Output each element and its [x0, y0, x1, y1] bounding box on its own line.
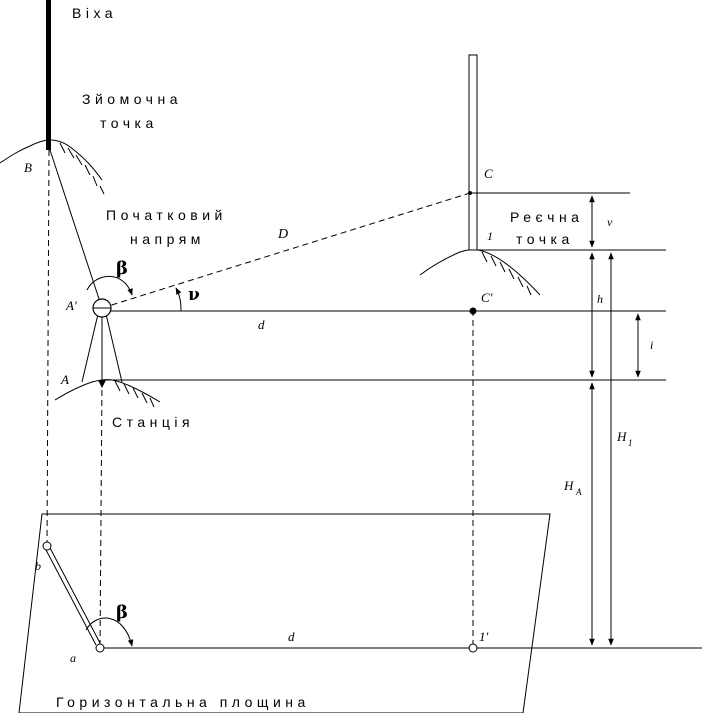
label-a-lower: a: [70, 651, 76, 665]
label-i: i: [650, 338, 653, 352]
label-1: 1: [487, 229, 493, 243]
projection-line-b: [46, 149, 50, 547]
label-beta: β: [116, 258, 128, 279]
label-pole: Віха: [72, 5, 117, 21]
label-h: h: [597, 292, 603, 306]
label-1-prime: 1′: [479, 629, 489, 644]
label-beta-plane: β: [116, 602, 128, 623]
ranging-pole: [46, 0, 51, 150]
label-initial-direction-1: Початковий: [106, 207, 227, 223]
initial-direction-line: [49, 149, 103, 309]
angle-beta-arc: [86, 275, 133, 296]
point-b-prime-marker: [42, 541, 52, 551]
label-c: C: [484, 166, 493, 181]
label-d-plane: d: [288, 629, 295, 644]
label-survey-point-line2: точка: [100, 115, 158, 131]
slope-distance-line: [101, 192, 471, 309]
label-h1-sub: 1: [628, 438, 633, 448]
angle-beta-plane-arc: [85, 617, 134, 647]
hill-station: [54, 379, 161, 408]
leveling-staff: [468, 54, 478, 251]
point-c-prime-marker: [469, 307, 477, 315]
label-nu: ν: [188, 285, 200, 305]
label-h1: H: [616, 429, 627, 444]
plane-orientation-line-a: [44, 547, 97, 646]
label-survey-point-line1: Зйомочна: [82, 91, 182, 107]
point-1-prime-marker: [468, 643, 478, 653]
label-a: A: [60, 372, 69, 387]
station-point-marker: [98, 380, 106, 388]
point-a-prime-marker: [95, 643, 105, 653]
hill-staff-point: [419, 249, 541, 296]
label-c-prime: C′: [481, 290, 493, 305]
plane-orientation-line-b: [48, 545, 101, 644]
label-horizontal-plane: Горизонтальна площина: [56, 694, 310, 710]
label-b-lower: b: [35, 559, 41, 573]
label-staff-point-2: точка: [516, 231, 574, 247]
tripod: [81, 313, 123, 383]
label-ha-sub: A: [575, 487, 582, 497]
label-staff-point-1: Реєчна: [510, 209, 583, 225]
label-a-prime: A′: [65, 298, 77, 313]
label-d-slope: D: [277, 227, 288, 242]
label-d-horizontal: d: [258, 317, 265, 332]
label-v: v: [607, 215, 613, 229]
projection-line-a: [99, 379, 103, 649]
label-b: B: [24, 160, 32, 175]
point-c-marker: [468, 191, 472, 195]
angle-nu-arc: [175, 287, 182, 312]
label-station: Станція: [112, 414, 194, 430]
hill-point-b: [0, 139, 105, 195]
label-initial-direction-2: напрям: [130, 231, 205, 247]
label-ha: H: [563, 478, 574, 493]
horizontal-plane: [18, 513, 551, 713]
